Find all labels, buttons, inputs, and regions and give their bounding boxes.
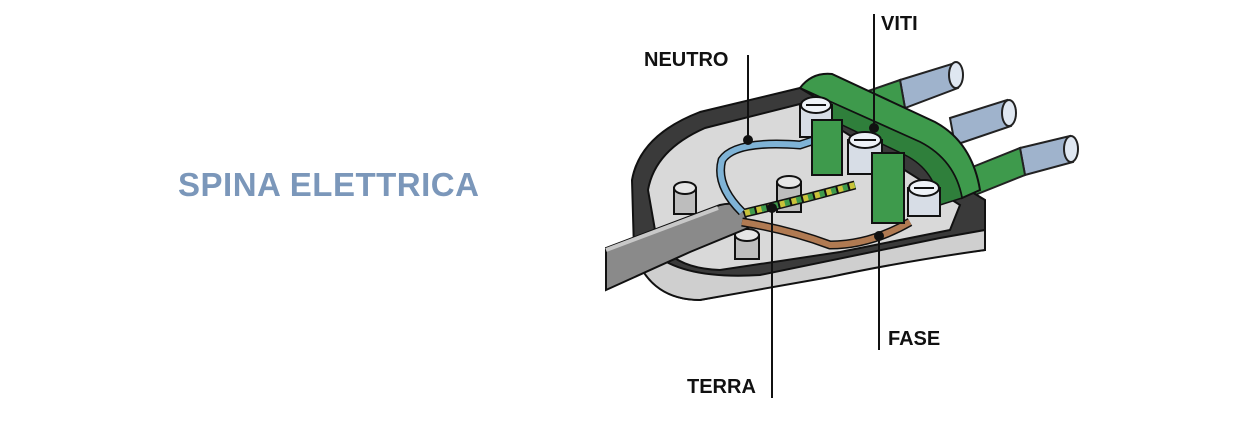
diagram-title: SPINA ELETTRICA	[178, 166, 480, 203]
terminal-middle	[847, 131, 905, 224]
terminal-right	[907, 179, 941, 217]
label-viti: VITI	[881, 13, 918, 35]
label-terra: TERRA	[687, 376, 756, 398]
terminal-left	[799, 96, 843, 176]
screw-terminals	[799, 96, 941, 224]
label-fase: FASE	[888, 328, 941, 350]
leader-lines	[743, 14, 884, 398]
pin-middle	[948, 98, 1017, 147]
wires	[716, 135, 913, 250]
label-neutro: NEUTRO	[644, 49, 729, 71]
pins	[846, 61, 1079, 197]
pin-bottom	[963, 134, 1079, 197]
